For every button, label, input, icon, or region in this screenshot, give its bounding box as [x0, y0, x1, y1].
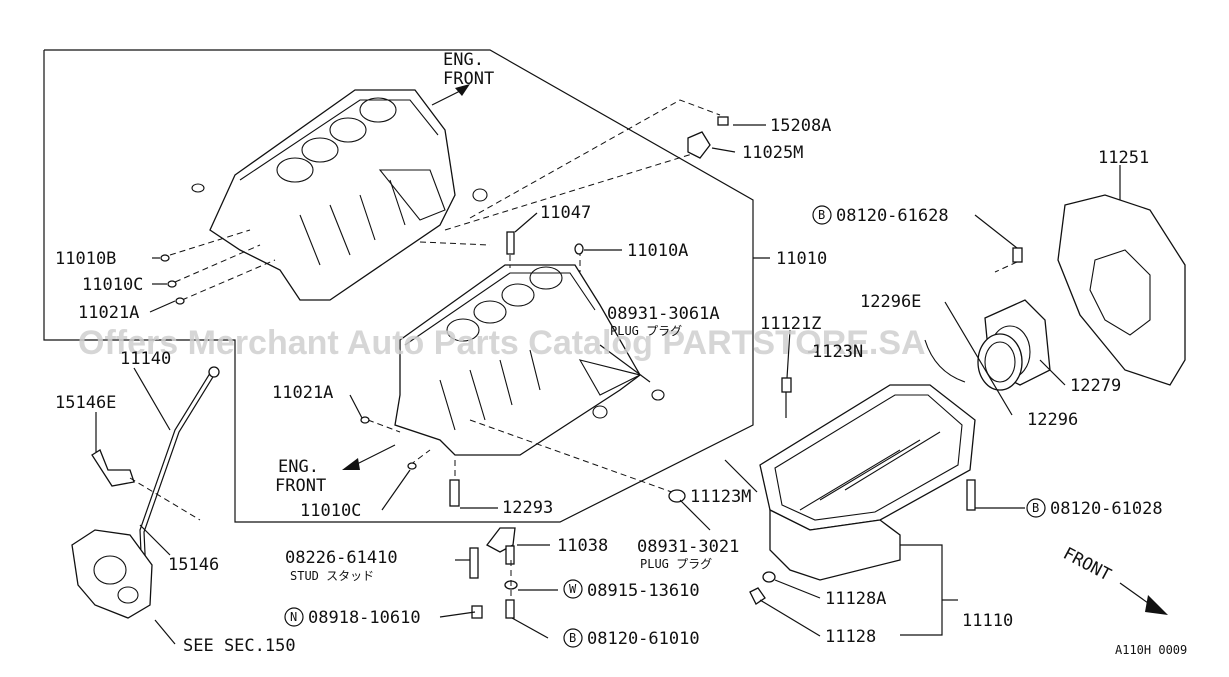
part-label-08918-10610: 08918-10610: [308, 608, 421, 628]
part-label-12279: 12279: [1070, 376, 1121, 396]
part-label-12293: 12293: [502, 498, 553, 518]
part-label-11010C-top: 11010C: [82, 275, 143, 295]
block-small-parts: [160, 116, 729, 507]
part-label-11010B: 11010B: [55, 249, 116, 269]
bolt-marker-08120-61028: B: [1026, 498, 1046, 518]
part-label-11128: 11128: [825, 627, 876, 647]
cylinder-block-group-frame: [43, 49, 770, 523]
part-label-08120-61010: 08120-61010: [587, 629, 700, 649]
oil-pan: [749, 377, 976, 605]
eng-front-mid-line1: ENG.: [278, 457, 319, 477]
part-label-11128A: 11128A: [825, 589, 886, 609]
part-label-15146E: 15146E: [55, 393, 116, 413]
svg-text:B: B: [818, 208, 825, 222]
eng-front-label-top: ENG. FRONT: [443, 50, 494, 89]
part-label-11021A-top: 11021A: [78, 303, 139, 323]
part-label-08120-61028: 08120-61028: [1050, 499, 1163, 519]
cylinder-block-upper: [191, 84, 488, 301]
block-guide-lines: [169, 99, 721, 496]
part-label-11021A-mid: 11021A: [272, 383, 333, 403]
stud-label: STUD スタッド: [290, 569, 374, 583]
plug-label-top: PLUG プラグ: [610, 324, 682, 338]
see-section-label: SEE SEC.150: [183, 636, 296, 656]
svg-text:B: B: [569, 631, 576, 645]
part-label-12296: 12296: [1027, 410, 1078, 430]
part-label-08226-61410: 08226-61410: [285, 548, 398, 568]
bolt-marker-08120-61628: B: [812, 205, 832, 225]
eng-front-top-line2: FRONT: [443, 69, 494, 89]
part-label-12296E: 12296E: [860, 292, 921, 312]
cylinder-block-lower: [342, 264, 665, 470]
nut-marker: N: [284, 607, 304, 627]
svg-text:N: N: [290, 610, 297, 624]
part-label-11047: 11047: [540, 203, 591, 223]
washer-marker: W: [563, 579, 583, 599]
part-label-11010: 11010: [776, 249, 827, 269]
eng-front-label-mid: ENG. FRONT: [275, 457, 326, 496]
front-cover-small-parts: [469, 527, 518, 619]
leader-lines: [95, 124, 1168, 645]
part-label-15208A: 15208A: [770, 116, 831, 136]
part-label-08120-61628: 08120-61628: [836, 206, 949, 226]
part-label-11140: 11140: [120, 349, 171, 369]
part-label-08931-3061A: 08931-3061A: [607, 304, 720, 324]
part-label-11010C-mid: 11010C: [300, 501, 361, 521]
part-label-11038: 11038: [557, 536, 608, 556]
part-label-11251: 11251: [1098, 148, 1149, 168]
eng-front-top-line1: ENG.: [443, 50, 484, 70]
part-label-11123M: 11123M: [690, 487, 751, 507]
part-label-15146: 15146: [168, 555, 219, 575]
eng-front-mid-line2: FRONT: [275, 476, 326, 496]
part-label-08931-3021: 08931-3021: [637, 537, 739, 557]
part-label-11025M: 11025M: [742, 143, 803, 163]
svg-text:W: W: [569, 582, 577, 596]
part-label-1123N: 1123N: [812, 342, 863, 362]
rear-oil-seal-parts: [924, 194, 1186, 391]
svg-text:B: B: [1032, 501, 1039, 515]
figure-code: A110H 0009: [1115, 643, 1187, 657]
oil-level-gauge-assembly: [71, 366, 220, 619]
bolt-marker-08120-61010: B: [563, 628, 583, 648]
part-label-08915-13610: 08915-13610: [587, 581, 700, 601]
front-direction-label: FRONT: [1060, 544, 1115, 586]
plug-label-bottom: PLUG プラグ: [640, 557, 712, 571]
part-label-11110: 11110: [962, 611, 1013, 631]
watermark: Offers Merchant Auto Parts Catalog PARTS…: [78, 324, 926, 362]
part-label-11121Z: 11121Z: [760, 314, 821, 334]
part-label-11010A: 11010A: [627, 241, 688, 261]
